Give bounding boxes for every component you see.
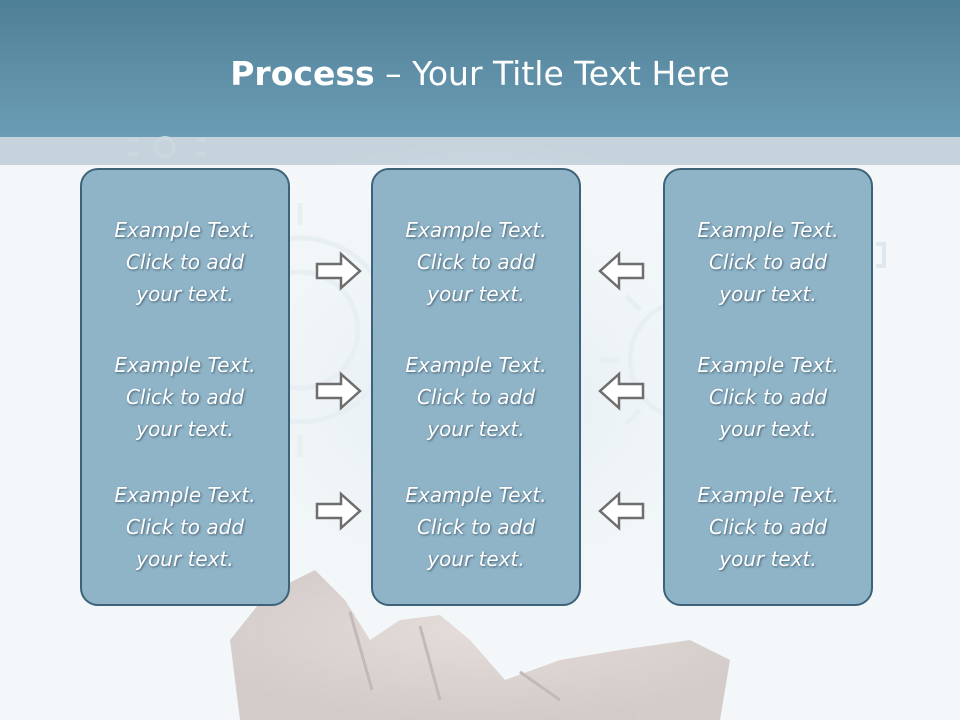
text-line: Example Text. (114, 353, 256, 377)
arrow-left-icon[interactable] (596, 490, 646, 532)
text-line: Click to add (416, 515, 536, 539)
hand-image (230, 570, 730, 720)
arrow-right-icon[interactable] (314, 370, 364, 412)
process-box-right[interactable]: Example Text. Click to add your text. Ex… (663, 168, 873, 606)
text-line: Click to add (708, 385, 828, 409)
text-placeholder[interactable]: Example Text. Click to add your text. (665, 479, 871, 575)
text-line: your text. (427, 417, 525, 441)
text-line: Example Text. (405, 353, 547, 377)
text-line: Click to add (416, 385, 536, 409)
text-line: Click to add (125, 515, 245, 539)
text-line: your text. (427, 547, 525, 571)
text-placeholder[interactable]: Example Text. Click to add your text. (82, 214, 288, 310)
text-line: Example Text. (697, 353, 839, 377)
process-box-middle[interactable]: Example Text. Click to add your text. Ex… (371, 168, 581, 606)
title-rest: – Your Title Text Here (374, 54, 730, 93)
text-line: your text. (136, 417, 234, 441)
process-box-left[interactable]: Example Text. Click to add your text. Ex… (80, 168, 290, 606)
text-line: Example Text. (697, 218, 839, 242)
text-line: Example Text. (697, 483, 839, 507)
title-bar (0, 0, 960, 137)
text-placeholder[interactable]: Example Text. Click to add your text. (665, 349, 871, 445)
arrow-left-icon[interactable] (596, 250, 646, 292)
text-line: your text. (136, 547, 234, 571)
text-line: Example Text. (114, 483, 256, 507)
text-line: Click to add (125, 250, 245, 274)
arrow-right-icon[interactable] (314, 490, 364, 532)
text-line: Click to add (708, 515, 828, 539)
text-placeholder[interactable]: Example Text. Click to add your text. (373, 349, 579, 445)
slide-title[interactable]: Process – Your Title Text Here (0, 52, 960, 96)
title-bold: Process (230, 54, 375, 93)
text-placeholder[interactable]: Example Text. Click to add your text. (665, 214, 871, 310)
arrow-right-icon[interactable] (314, 250, 364, 292)
text-line: your text. (719, 417, 817, 441)
text-line: Click to add (708, 250, 828, 274)
text-line: Example Text. (405, 218, 547, 242)
text-line: Click to add (416, 250, 536, 274)
text-line: Click to add (125, 385, 245, 409)
text-line: your text. (427, 282, 525, 306)
text-line: your text. (136, 282, 234, 306)
text-line: Example Text. (114, 218, 256, 242)
gear-icon (876, 242, 886, 268)
text-line: your text. (719, 547, 817, 571)
text-placeholder[interactable]: Example Text. Click to add your text. (373, 214, 579, 310)
text-line: Example Text. (405, 483, 547, 507)
text-line: your text. (719, 282, 817, 306)
gear-icon (128, 136, 206, 158)
text-placeholder[interactable]: Example Text. Click to add your text. (82, 479, 288, 575)
text-placeholder[interactable]: Example Text. Click to add your text. (373, 479, 579, 575)
arrow-left-icon[interactable] (596, 370, 646, 412)
text-placeholder[interactable]: Example Text. Click to add your text. (82, 349, 288, 445)
